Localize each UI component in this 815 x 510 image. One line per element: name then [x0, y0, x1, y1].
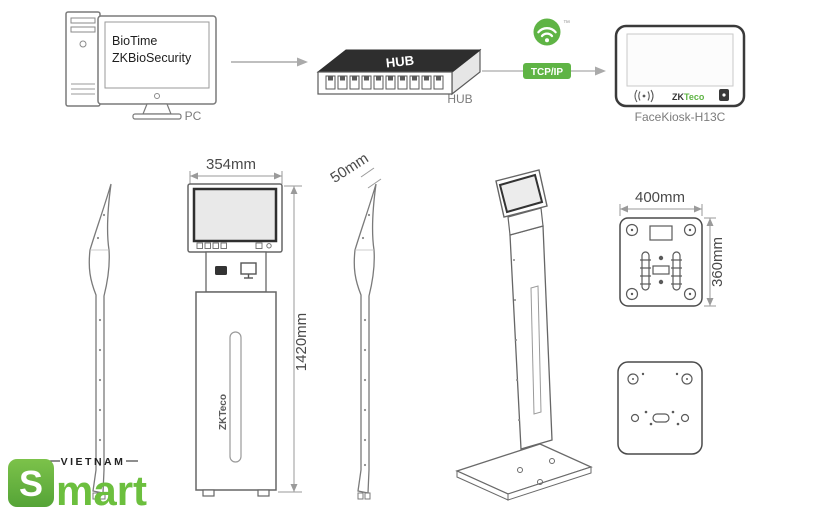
svg-text:50mm: 50mm [327, 150, 371, 187]
front-view: 354mm ZKTeco [187, 156, 310, 497]
monitor-icon [240, 262, 257, 279]
side-view-left [88, 183, 112, 500]
svg-text:1420mm: 1420mm [293, 313, 310, 371]
monitor-power-icon [154, 93, 160, 99]
brand-zk: ZK [672, 92, 684, 102]
arrowhead-right-icon [297, 57, 308, 67]
facekiosk-caption: FaceKiosk-H13C [635, 110, 726, 124]
logo-rest: mart [56, 467, 147, 510]
wifi-tm-mark: ™ [563, 20, 570, 27]
svg-text:400mm: 400mm [635, 189, 685, 206]
dimension-base-depth: 360mm [704, 217, 726, 307]
dimension-front-height: 1420mm [278, 185, 310, 493]
logo-initial: S [19, 463, 43, 504]
svg-text:360mm: 360mm [709, 237, 726, 287]
tcpip-label: TCP/IP [531, 67, 564, 78]
mounting-panel-view [617, 361, 703, 455]
side-view-right: 50mm [327, 150, 382, 500]
svg-text:354mm: 354mm [206, 156, 256, 173]
logo-country-text: VIETNAM [61, 456, 126, 468]
arrow-pc-to-hub [231, 57, 308, 67]
body-slot [229, 331, 242, 463]
pc-screen-text-line2: ZKBioSecurity [112, 51, 192, 65]
kiosk-screen [192, 187, 278, 243]
arrowhead-right-icon [595, 66, 606, 76]
pc-screen-text-line1: BioTime [112, 34, 157, 48]
vertical-brand-text: ZKTeco [218, 394, 229, 430]
dimension-side-depth: 50mm [327, 150, 382, 189]
logo-square [8, 459, 54, 507]
hub-caption: HUB [447, 92, 472, 106]
tcpip-badge: TCP/IP [523, 63, 571, 79]
facekiosk-brand: ZKTeco [672, 92, 705, 102]
hub-ports [325, 75, 444, 90]
vietnam-smart-logo: VIETNAM S mart [8, 456, 147, 510]
power-button-icon [79, 40, 87, 48]
speaker-icon [634, 89, 654, 103]
hub-drawing: HUB [316, 48, 482, 96]
perspective-view [455, 169, 593, 501]
facekiosk-device: ZKTeco [614, 24, 746, 108]
hub-face-label: HUB [385, 53, 415, 71]
brand-teco: Teco [684, 92, 705, 102]
sensor-icon [215, 266, 227, 275]
dimension-front-width: 354mm [189, 156, 283, 184]
base-plate-top-view: 400mm [619, 189, 726, 307]
wifi-icon: ™ [533, 18, 570, 46]
pc-tower [65, 11, 101, 107]
screen-button-row [196, 242, 272, 249]
dimension-base-width: 400mm [619, 189, 703, 216]
pc-monitor: BioTime ZKBioSecurity [97, 15, 217, 120]
pc-caption: PC [185, 109, 202, 123]
